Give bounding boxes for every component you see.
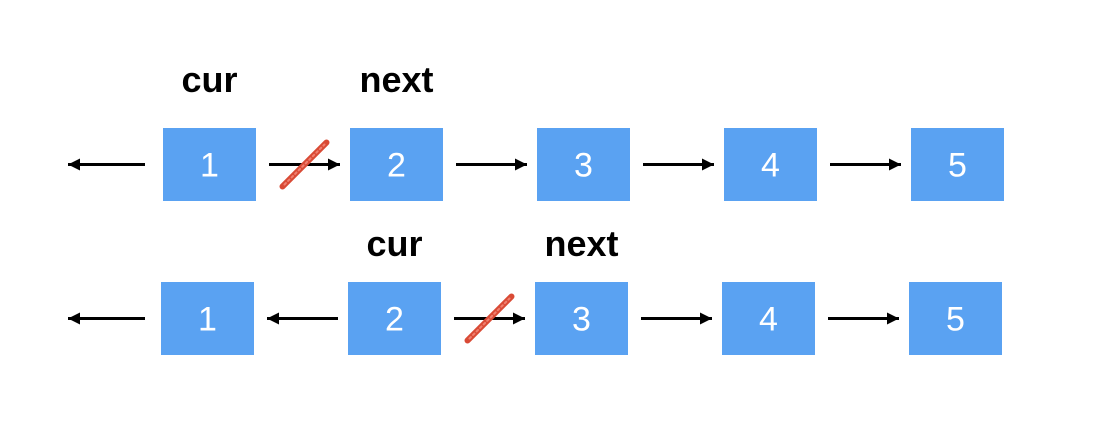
node-box xyxy=(911,128,1004,201)
row-2-node-5: 5 xyxy=(909,282,1002,355)
node-label: 1 xyxy=(198,301,217,339)
node-box xyxy=(350,128,443,201)
node-label: 2 xyxy=(385,301,404,339)
row-1-node-2: 2 xyxy=(350,128,443,201)
row-1-node-5: 5 xyxy=(911,128,1004,201)
row-2-link-2-strike-icon xyxy=(464,293,515,344)
node-label: 3 xyxy=(572,301,591,339)
node-box xyxy=(909,282,1002,355)
node-label: 5 xyxy=(948,147,967,185)
row-1-node-1: 1 xyxy=(163,128,256,201)
row-1-node-3: 3 xyxy=(537,128,630,201)
row-1-pointer-next: next xyxy=(359,59,433,100)
row-1-node-4: 4 xyxy=(724,128,817,201)
node-box xyxy=(163,128,256,201)
row-2-node-2: 2 xyxy=(348,282,441,355)
node-label: 4 xyxy=(761,147,780,185)
node-box xyxy=(535,282,628,355)
node-label: 2 xyxy=(387,147,406,185)
node-label: 1 xyxy=(200,147,219,185)
row-1-pointer-cur: cur xyxy=(181,59,237,100)
node-box xyxy=(161,282,254,355)
row-2-pointer-cur: cur xyxy=(366,223,422,264)
node-label: 5 xyxy=(946,301,965,339)
node-label: 3 xyxy=(574,147,593,185)
row-2-node-3: 3 xyxy=(535,282,628,355)
node-box xyxy=(348,282,441,355)
row-2-pointer-next: next xyxy=(544,223,618,264)
node-label: 4 xyxy=(759,301,778,339)
node-box xyxy=(537,128,630,201)
row-2-node-4: 4 xyxy=(722,282,815,355)
row-2-node-1: 1 xyxy=(161,282,254,355)
row-1-link-1-strike-icon xyxy=(279,139,330,190)
node-box xyxy=(722,282,815,355)
node-box xyxy=(724,128,817,201)
